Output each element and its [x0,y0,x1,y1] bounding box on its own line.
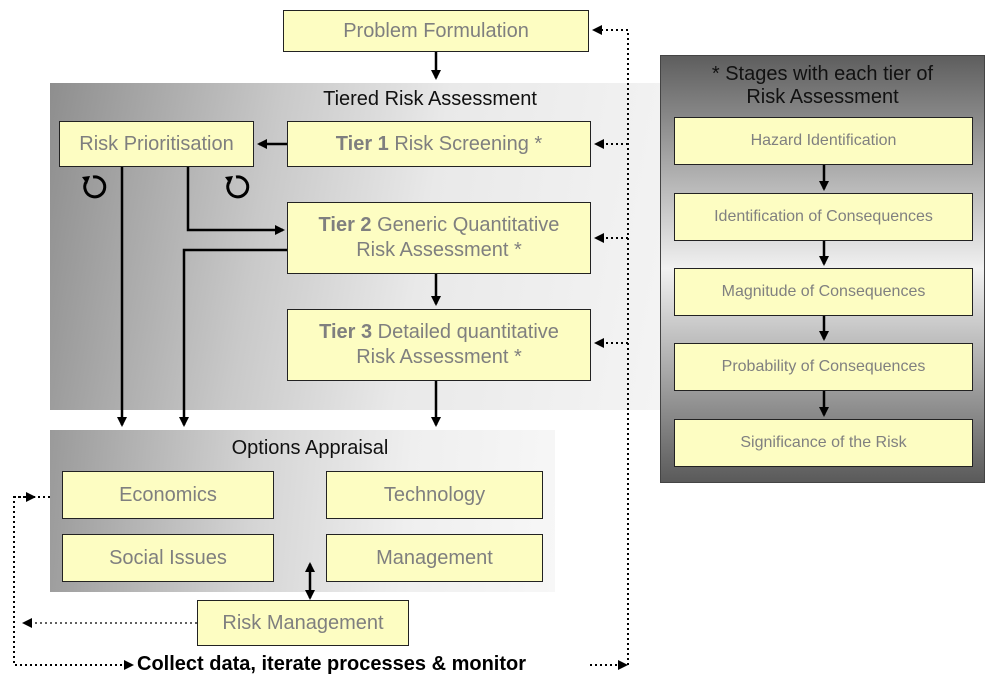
stages-title: * Stages with each tier of Risk Assessme… [660,63,985,109]
stage-label: Identification of Consequences [714,208,933,225]
arrow-icon [186,167,285,235]
tier3-text-line1: Detailed quantitative [377,321,559,343]
stage-box: Probability of Consequences [674,343,973,391]
dotted-arrow-icon [592,25,629,665]
stage-label: Hazard Identification [750,132,897,149]
tier1-label: Tier 1 [335,132,389,155]
stage-label: Magnitude of Consequences [721,283,926,300]
dotted-arrow-icon [13,496,134,670]
tier1-text: Risk Screening * [394,132,543,155]
management-label: Management [376,546,493,569]
stages-title-line2: Risk Assessment [746,86,899,108]
tier2-label: Tier 2 [318,214,372,236]
options-appraisal-title: Options Appraisal [231,437,389,459]
technology-label: Technology [383,483,486,506]
stage-label: Probability of Consequences [721,358,926,375]
tier3-box: Tier 3 Detailed quantitative Risk Assess… [287,309,591,381]
cycle-icon [225,175,250,199]
social-issues-label: Social Issues [109,546,227,569]
stage-label: Significance of the Risk [740,434,907,451]
cycle-icon [82,175,107,199]
tier2-text-line2: Risk Assessment * [356,239,522,261]
social-issues-box: Social Issues [62,534,274,582]
stages-title-line1: * Stages with each tier of [711,63,934,85]
stage-box: Magnitude of Consequences [674,268,973,316]
management-box: Management [326,534,543,582]
risk-management-box: Risk Management [197,600,409,646]
tier1-box: Tier 1 Risk Screening * [287,121,591,167]
risk-prioritisation-label: Risk Prioritisation [79,132,234,155]
problem-formulation-box: Problem Formulation [283,10,589,52]
risk-prioritisation-box: Risk Prioritisation [59,121,254,167]
stage-box: Significance of the Risk [674,419,973,467]
risk-management-label: Risk Management [222,611,384,634]
arrow-icon [179,248,287,427]
tier3-text-line2: Risk Assessment * [356,346,522,368]
tier3-label: Tier 3 [319,321,373,343]
technology-box: Technology [326,471,543,519]
tier2-box: Tier 2 Generic Quantitative Risk Assessm… [287,202,591,274]
bottom-label: Collect data, iterate processes & monito… [137,653,527,675]
economics-box: Economics [62,471,274,519]
economics-label: Economics [119,483,217,506]
tier2-text-line1: Generic Quantitative [377,214,560,236]
stage-box: Hazard Identification [674,117,973,165]
tiered-risk-assessment-title: Tiered Risk Assessment [323,88,537,110]
problem-formulation-label: Problem Formulation [343,19,529,42]
stage-box: Identification of Consequences [674,193,973,241]
